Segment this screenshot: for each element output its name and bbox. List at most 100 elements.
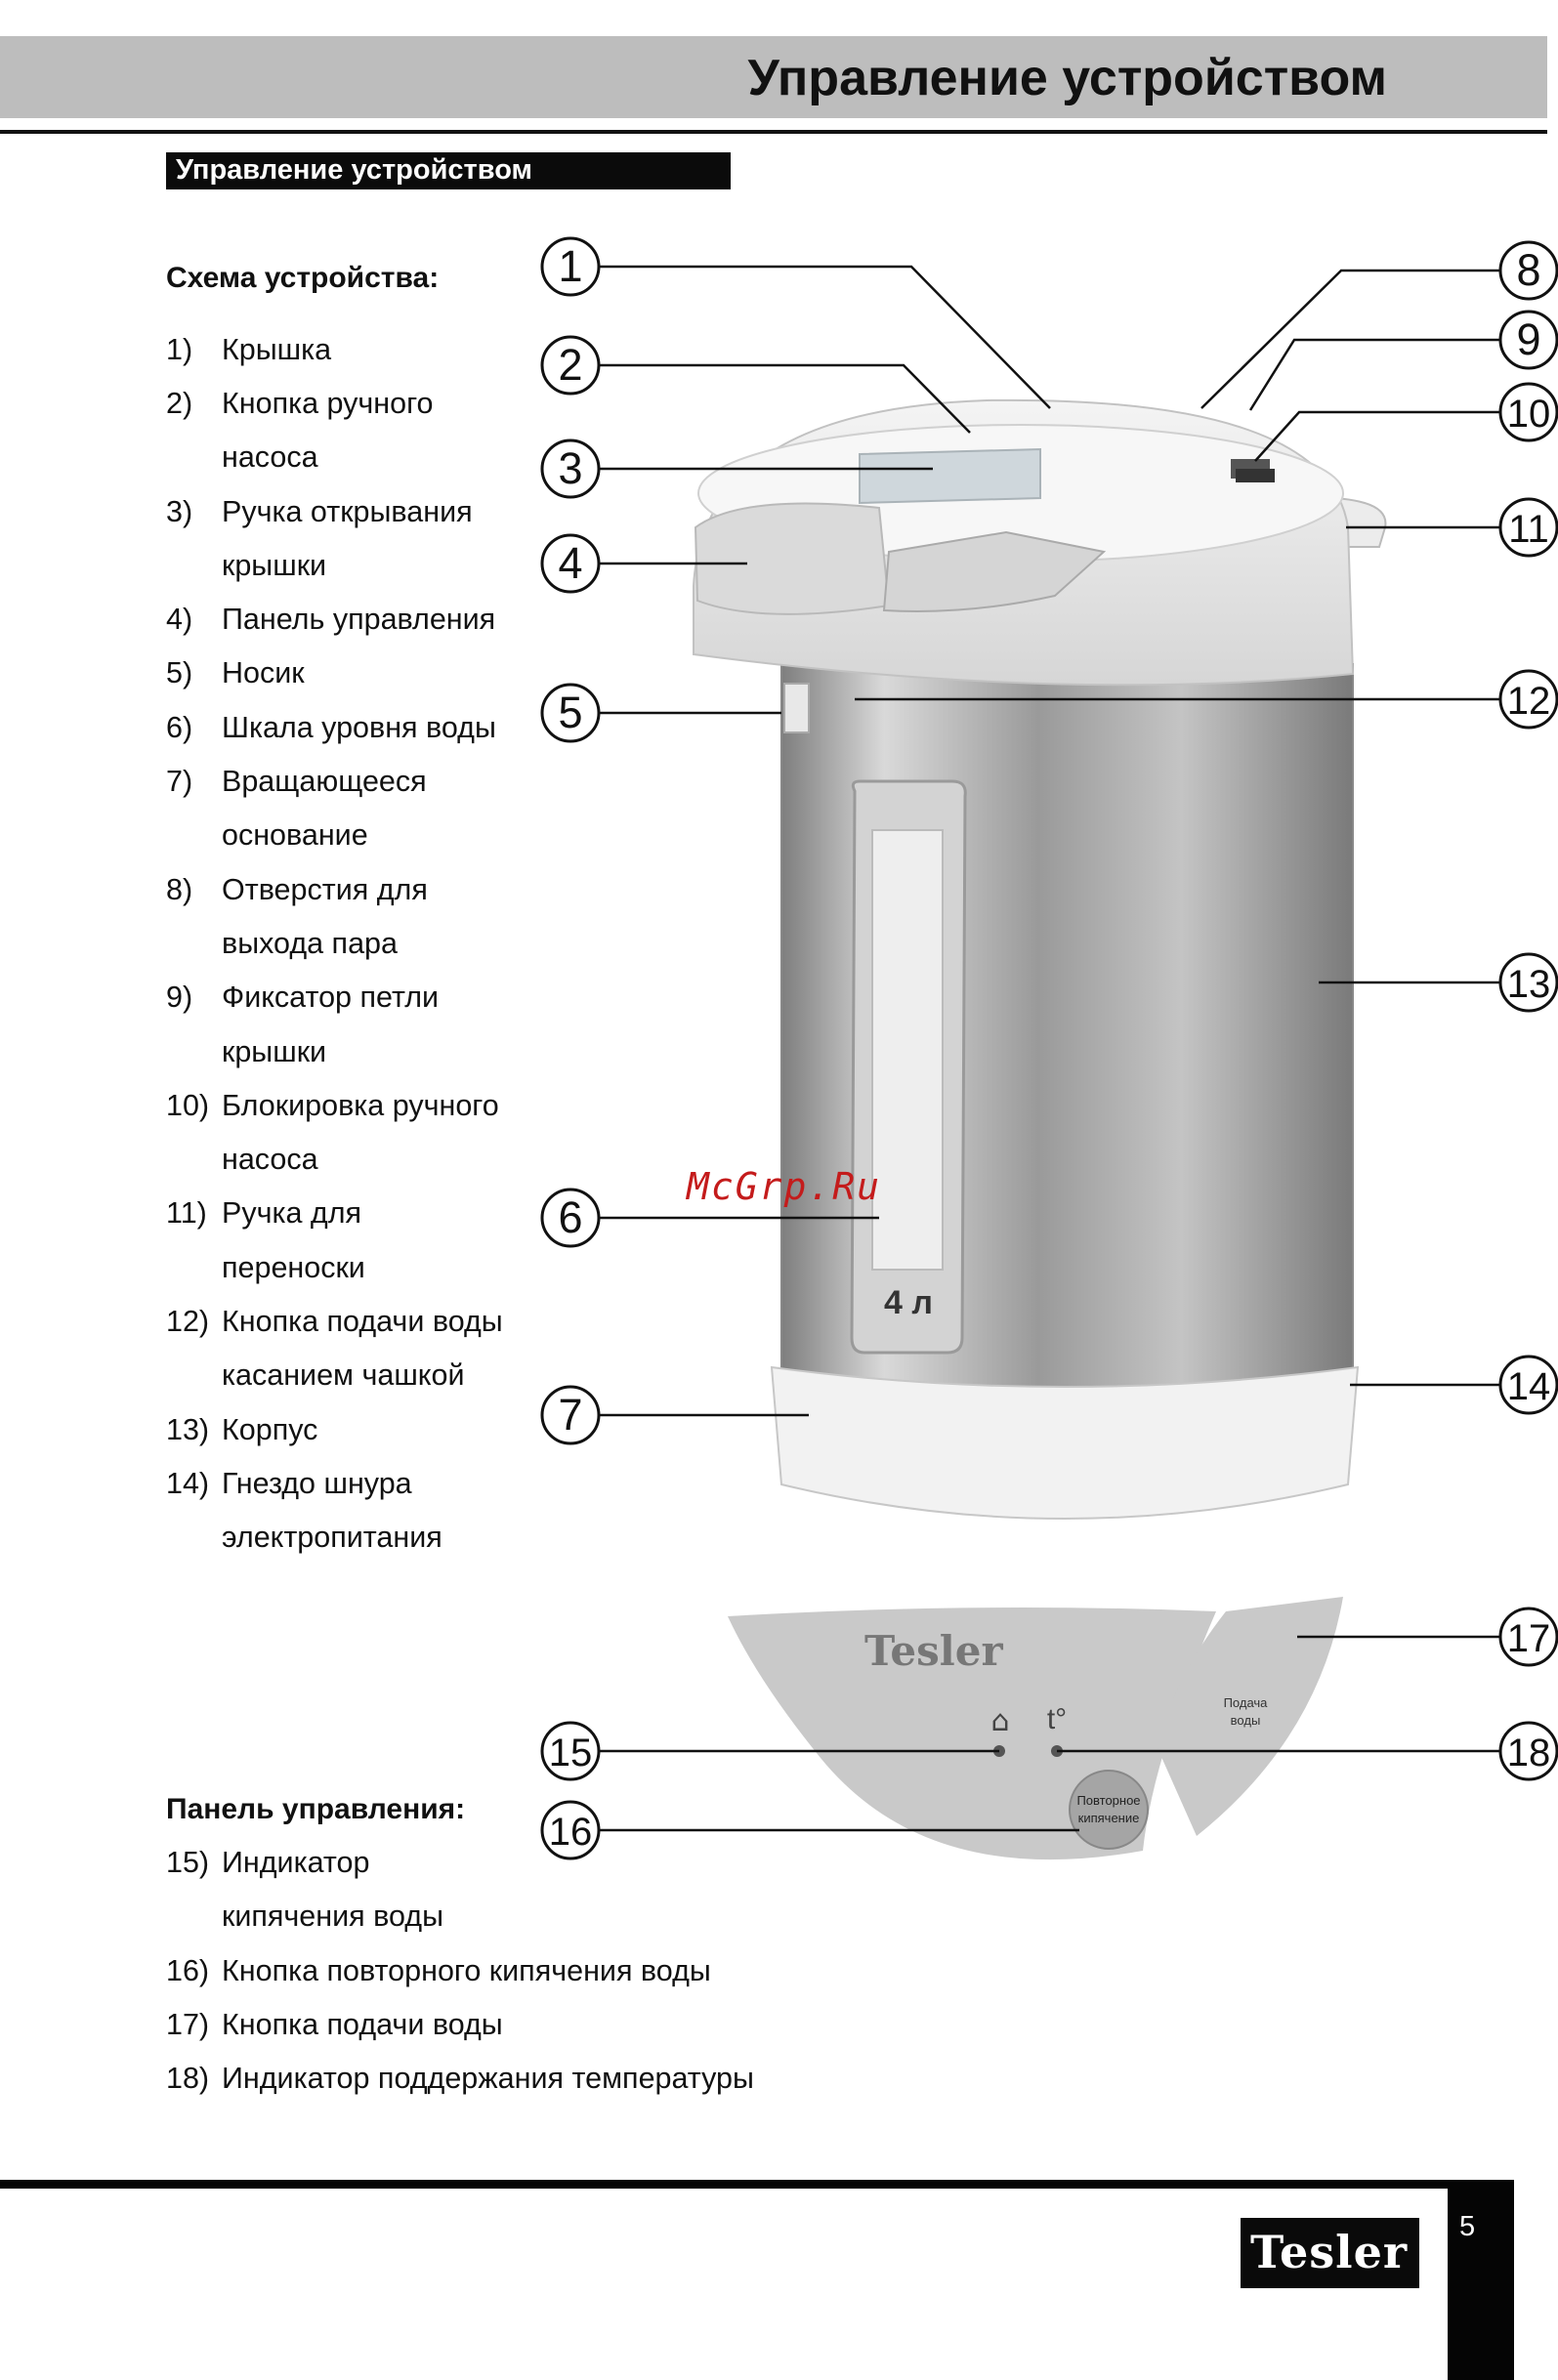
legend-text: Вращающееся основание: [222, 765, 427, 853]
callout-5: 5: [540, 683, 601, 743]
reboil-label-2: кипячение: [1078, 1811, 1140, 1825]
legend-number: 17): [166, 2007, 210, 2041]
legend-number: 4): [166, 603, 193, 637]
legend-text: Индикатор поддержания температуры: [222, 2062, 754, 2096]
legend-number: 2): [166, 387, 193, 420]
legend-item: 4)Панель управления: [166, 593, 515, 647]
legend-item: 1) Крышка: [166, 323, 752, 377]
legend-number: 14): [166, 1466, 210, 1500]
legend-number: 12): [166, 1305, 210, 1339]
leader-line-10: [1254, 410, 1500, 462]
panel-legend: 15) Индикатор кипячения воды 16) Кнопка по…: [166, 1836, 1045, 2106]
callout-9: 9: [1498, 310, 1558, 370]
legend-text: Гнездо шнура электропитания: [222, 1466, 442, 1555]
svg-text:17: 17: [1507, 1617, 1551, 1660]
callout-8: 8: [1498, 240, 1558, 301]
callout-2: 2: [540, 335, 601, 396]
legend-text: Отверстия для выхода пара: [222, 872, 428, 960]
callout-11: 11: [1498, 497, 1558, 558]
legend-number: 18): [166, 2062, 210, 2096]
callout-10: 10: [1498, 382, 1558, 442]
legend-item: 7) Вращающееся основание: [166, 755, 505, 863]
section-bar: Управление устройством: [166, 152, 731, 189]
water-button-surface: [1158, 1597, 1343, 1836]
reboil-label-1: Повторное: [1076, 1793, 1140, 1808]
header-band: [0, 36, 1547, 118]
legend-item: 6)Шкала уровня воды: [166, 701, 505, 755]
scale-label: 4 л: [884, 1284, 933, 1321]
leader-line-1: [599, 265, 1051, 409]
legend-item: 3) Ручка открывания крышки: [166, 485, 525, 594]
svg-text:12: 12: [1507, 680, 1551, 723]
temp-label: t°: [1047, 1703, 1067, 1735]
legend-number: 10): [166, 1088, 210, 1122]
legend-number: 3): [166, 494, 193, 528]
svg-text:16: 16: [549, 1811, 593, 1854]
legend-number: 1): [166, 333, 193, 366]
legend-number: 8): [166, 872, 193, 906]
legend-number: 15): [166, 1846, 210, 1879]
legend-item: 11)Ручка для переноски: [166, 1187, 485, 1295]
legend-number: 7): [166, 765, 193, 799]
svg-text:11: 11: [1508, 508, 1549, 551]
callout-13: 13: [1498, 952, 1558, 1013]
leader-line-2: [599, 363, 971, 434]
callout-12: 12: [1498, 669, 1558, 730]
legend-item: 18) Индикатор поддержания температуры: [166, 2052, 1045, 2106]
svg-text:1: 1: [558, 241, 582, 291]
footer-divider: [0, 2180, 1514, 2189]
svg-text:3: 3: [558, 443, 582, 493]
legend-text: Кнопка повторного кипячения воды: [222, 1953, 711, 1987]
water-level-scale: [871, 829, 944, 1271]
thermopot-illustration: 4 л: [693, 398, 1387, 1520]
legend-text: Индикатор кипячения воды: [222, 1846, 444, 1934]
svg-text:10: 10: [1507, 393, 1551, 436]
reboil-button[interactable]: [1069, 1770, 1149, 1850]
legend-item: 13)Корпус: [166, 1403, 752, 1457]
legend-text: Блокировка ручного насоса: [222, 1088, 499, 1177]
section-title: Управление устройством: [176, 154, 532, 186]
legend-text: Носик: [222, 656, 305, 690]
watermark: McGrp.Ru: [687, 1165, 882, 1208]
panel-brand: Tesler: [864, 1627, 1003, 1675]
callout-4: 4: [540, 533, 601, 594]
legend-number: 11): [166, 1196, 207, 1231]
panel-heading: Панель управления:: [166, 1793, 466, 1825]
callout-15: 15: [540, 1721, 601, 1781]
legend-item: 15) Индикатор кипячения воды: [166, 1836, 505, 1944]
legend-text: Кнопка ручного насоса: [222, 387, 434, 475]
legend-text: Ручка открывания крышки: [222, 494, 473, 582]
svg-text:13: 13: [1507, 963, 1551, 1006]
pump-lock: [1236, 469, 1275, 482]
rotating-base: [770, 1365, 1360, 1520]
svg-text:8: 8: [1516, 245, 1540, 295]
scheme-legend: 1) Крышка 2) Кнопка ручного насоса 3) Ручка…: [166, 323, 752, 1566]
legend-number: 5): [166, 656, 193, 690]
callout-17: 17: [1498, 1607, 1558, 1667]
legend-text: Кнопка подачи воды касанием чашкой: [222, 1305, 503, 1393]
pump-button: [859, 447, 1041, 505]
legend-text: Крышка: [222, 333, 332, 366]
legend-item: 17)Кнопка подачи воды: [166, 1998, 1045, 2052]
callout-18: 18: [1498, 1721, 1558, 1781]
dispense-button-small: [882, 530, 1107, 612]
leader-line-8: [1200, 269, 1500, 409]
spout: [783, 683, 810, 733]
legend-number: 16): [166, 1953, 210, 1987]
leader-line-9: [1248, 338, 1502, 411]
water-label-2: воды: [1231, 1713, 1261, 1728]
callout-7: 7: [540, 1385, 601, 1445]
svg-text:9: 9: [1516, 314, 1540, 364]
legend-item: 5) Носик: [166, 647, 752, 700]
header-divider: [0, 130, 1547, 134]
scheme-heading: Схема устройства:: [166, 262, 440, 294]
svg-text:2: 2: [558, 340, 582, 390]
callout-1: 1: [540, 236, 601, 297]
footer-page-block: [1448, 2180, 1514, 2380]
control-panel-small: [694, 502, 891, 615]
svg-text:14: 14: [1507, 1365, 1551, 1408]
legend-item: 8) Отверстия для выхода пара: [166, 863, 505, 972]
svg-text:5: 5: [558, 688, 582, 737]
legend-item: 12) Кнопка подачи воды касанием чашкой: [166, 1295, 505, 1403]
callout-14: 14: [1498, 1355, 1558, 1415]
